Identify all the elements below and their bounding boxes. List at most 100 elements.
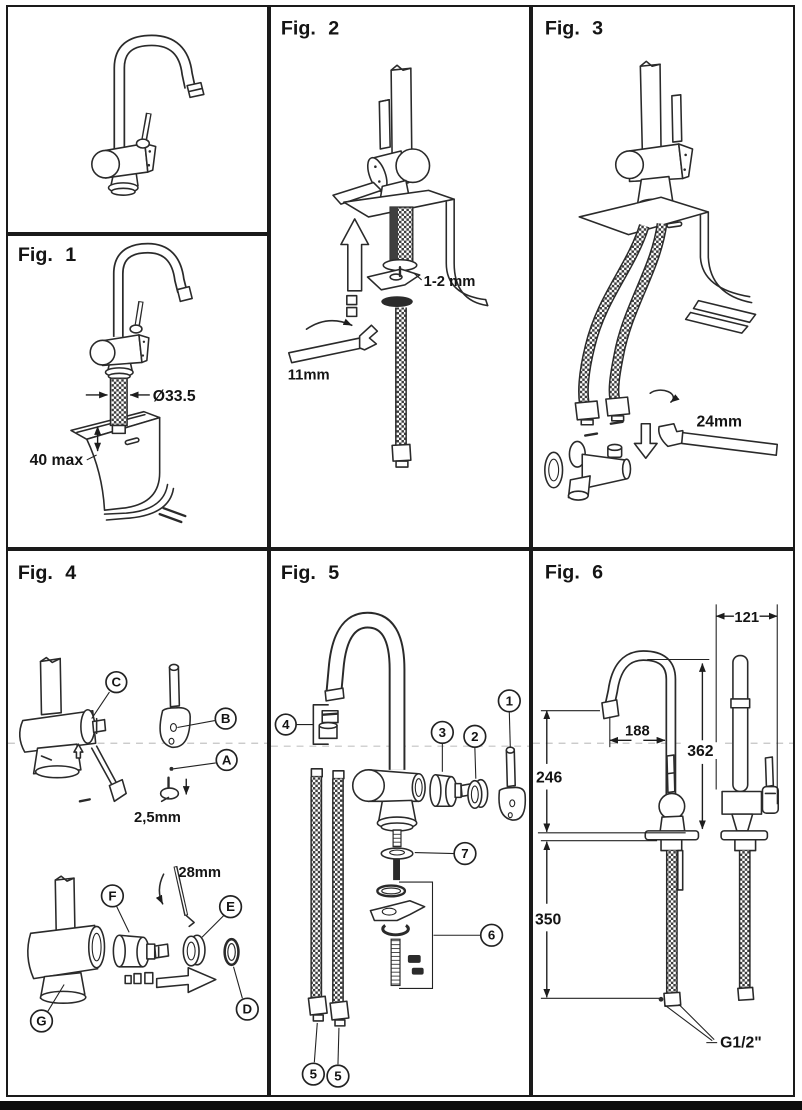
fig6-hose-length-label: 350: [535, 911, 562, 928]
small-up-arrow-icon: [73, 743, 84, 759]
svg-text:7: 7: [461, 846, 468, 861]
svg-text:2: 2: [471, 729, 478, 744]
mounting-kit: [369, 881, 434, 989]
threaded-shank-and-hose: [366, 206, 421, 468]
cartridge-part: [112, 934, 170, 968]
fig3-wrench-label: 24mm: [696, 414, 742, 431]
fig2-wrench-label: 11mm: [288, 367, 330, 383]
callout-a: A: [169, 748, 238, 772]
panel-fig4: Fig. 4 C: [6, 549, 269, 1097]
faucet-body: [614, 60, 694, 210]
dim-spout-height: 246: [536, 710, 686, 834]
faucet-body-bottom: [27, 875, 106, 1005]
svg-text:E: E: [226, 899, 235, 914]
fig5-drawing: Fig. 5 4: [271, 562, 529, 1088]
aerator-parts: [312, 704, 339, 746]
svg-text:A: A: [222, 752, 232, 767]
hex-key-icon: [159, 776, 190, 803]
fig6-thread-label: G1/2": [720, 1035, 762, 1052]
diameter-dimension: Ø33.5: [85, 388, 196, 405]
callout-6: 6: [433, 923, 504, 947]
overview-drawing: [91, 34, 205, 196]
wrench-icon: [287, 318, 379, 364]
depth-dimension: 40 max: [30, 425, 102, 469]
mounting-bracket: [578, 196, 757, 334]
shank-tip: [111, 424, 126, 435]
ring-nut-part: [182, 934, 206, 967]
svg-text:D: D: [243, 1002, 253, 1017]
callout-5b: 5: [326, 1027, 350, 1088]
fig3-title: Fig. 3: [545, 18, 603, 40]
svg-text:5: 5: [334, 1069, 342, 1084]
callout-4: 4: [274, 713, 314, 736]
handle-lever: [764, 756, 775, 788]
down-arrow-icon: [633, 422, 658, 460]
panel-fig1: Fig. 1: [6, 234, 269, 549]
dim-height: 362: [647, 658, 720, 830]
page-bottom-bar: [0, 1101, 802, 1110]
callout-3: 3: [430, 720, 455, 772]
cartridge-part: [429, 773, 474, 808]
cartridge-stem: [91, 718, 107, 734]
hose-nut: [605, 396, 631, 417]
fig1-title: Fig. 1: [18, 244, 76, 266]
panel-fig6: Fig. 6: [531, 549, 795, 1097]
callout-c: C: [91, 670, 128, 719]
svg-text:5: 5: [310, 1067, 318, 1082]
threaded-shank: [109, 377, 128, 427]
callout-1: 1: [497, 689, 521, 748]
right-arrow-icon: [155, 966, 217, 994]
svg-text:G: G: [36, 1013, 46, 1028]
handle-part: [498, 746, 527, 821]
faucet-illustration: [89, 242, 193, 380]
o-ring-part: [223, 937, 240, 967]
rotate-arrow-icon: [649, 389, 680, 403]
svg-text:F: F: [108, 888, 116, 903]
deck-flange: [720, 830, 769, 841]
fig6-reach-label: 188: [625, 723, 650, 739]
mounting-bracket: [70, 410, 187, 524]
ring-nut-part: [467, 778, 489, 810]
svg-text:B: B: [221, 711, 231, 726]
insert-arrow: [124, 966, 217, 994]
fig6-title: Fig. 6: [545, 562, 603, 584]
faucet-body: [366, 64, 431, 209]
handle-pivot: [135, 138, 151, 149]
hose-nut: [574, 400, 600, 421]
deck-flange: [644, 830, 700, 841]
supply-hoses: [574, 223, 668, 437]
fig5-title: Fig. 5: [281, 562, 339, 584]
spout: [324, 611, 406, 770]
lock-ring: [381, 296, 413, 308]
fig4-wrench-label: 28mm: [178, 865, 221, 881]
spout-tip: [176, 285, 193, 303]
fig1-depth-label: 40 max: [30, 452, 84, 469]
svg-text:1: 1: [506, 693, 514, 708]
faucet-illustration: [91, 34, 205, 196]
up-arrow-icon: [340, 218, 370, 292]
svg-text:3: 3: [439, 725, 446, 740]
panel-fig3: Fig. 3: [531, 5, 795, 549]
svg-text:4: 4: [282, 717, 290, 732]
dim-reach: 188: [609, 716, 666, 748]
callout-f: F: [100, 884, 130, 933]
callout-d: D: [232, 966, 259, 1021]
spout-tip: [601, 699, 620, 720]
faucet-body: [351, 769, 426, 848]
angle-valve: [544, 440, 632, 501]
fig2-title: Fig. 2: [281, 18, 339, 40]
fig6-depth-label: 121: [734, 610, 759, 626]
fig2-drawing: Fig. 2: [281, 18, 489, 468]
hose-nut: [391, 443, 412, 462]
spout-tip: [324, 687, 345, 702]
faucet-body-top: [19, 656, 107, 779]
fig6-spout-height-label: 246: [536, 770, 563, 787]
svg-text:C: C: [112, 675, 122, 690]
fig4-title: Fig. 4: [18, 562, 76, 584]
clip-tool: [90, 745, 127, 803]
fig1-drawing: Fig. 1: [18, 242, 196, 524]
panel-fig2: Fig. 2: [269, 5, 531, 549]
callout-b: B: [177, 707, 237, 730]
handle-part: [159, 663, 191, 748]
